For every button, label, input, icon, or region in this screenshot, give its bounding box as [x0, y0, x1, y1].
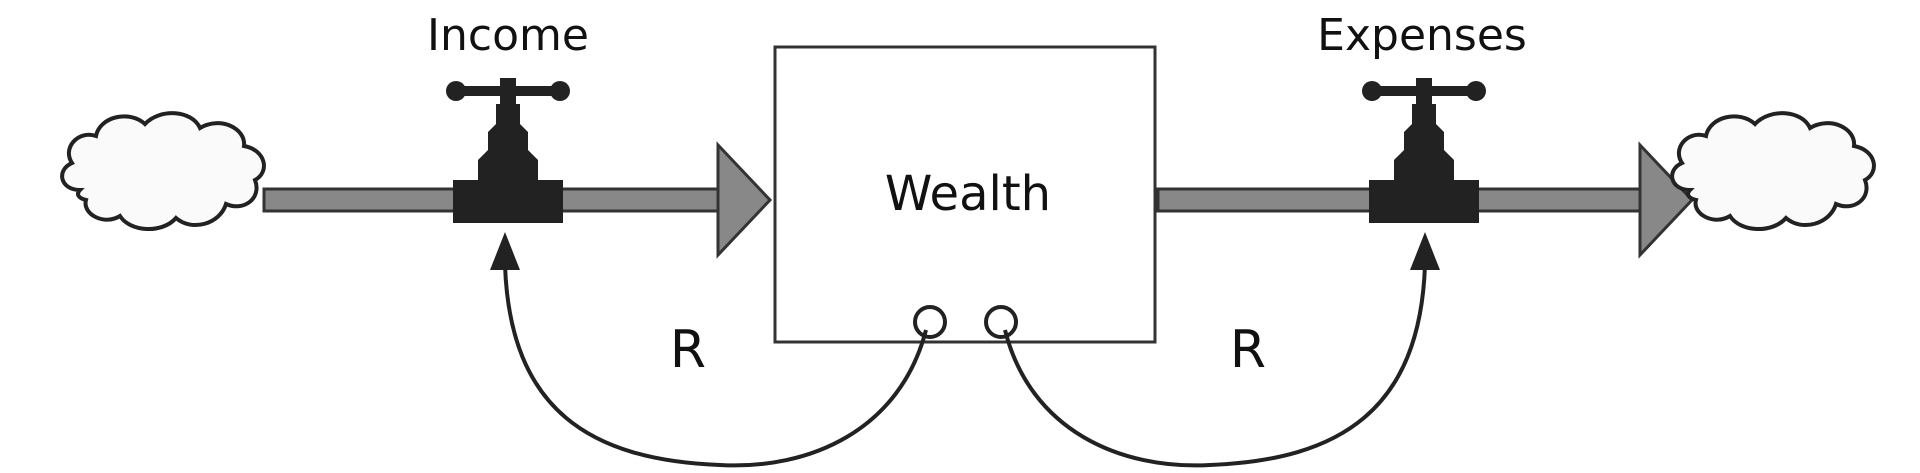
expenses-arrowhead-icon — [1638, 141, 1695, 259]
connector-port-left — [913, 305, 947, 339]
expenses-label: Expenses — [1317, 10, 1527, 61]
income-arrowhead-icon — [716, 141, 773, 259]
source-cloud-icon — [60, 111, 266, 232]
sink-cloud-icon — [1670, 111, 1876, 232]
income-label: Income — [427, 10, 589, 61]
connector-port-right — [984, 305, 1018, 339]
expenses-link-arrowhead-icon — [1410, 232, 1440, 270]
wealth-label: Wealth — [885, 166, 1051, 222]
expenses-feedback-link — [984, 232, 1440, 468]
expenses-valve-icon — [1362, 78, 1486, 223]
loop-label-right: R — [1230, 320, 1266, 380]
income-link-arrowhead-icon — [490, 232, 520, 270]
income-valve-icon — [446, 78, 570, 223]
wealth-stock-box — [773, 45, 1157, 344]
loop-label-left: R — [670, 320, 706, 380]
income-feedback-link — [490, 232, 947, 468]
